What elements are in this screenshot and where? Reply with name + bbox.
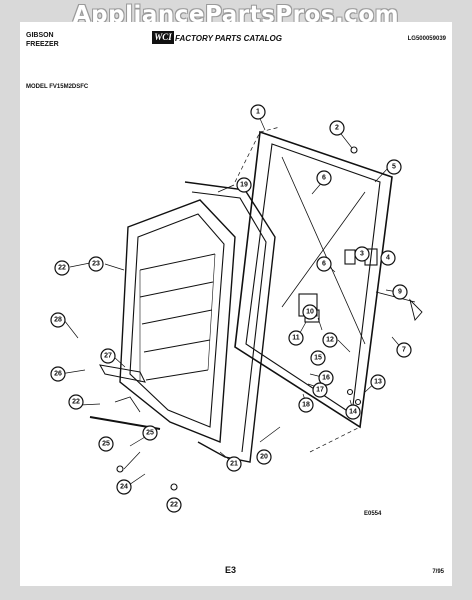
callout-1: 1 xyxy=(250,104,266,120)
callout-2: 2 xyxy=(329,120,345,136)
svg-text:22: 22 xyxy=(58,265,66,272)
catalog-code: LG500059039 xyxy=(407,36,446,42)
exploded-view-drawing: 1 2 13 14 15 16 17 18 19 20 21 22 22 22 … xyxy=(50,104,423,513)
callout-15: 15 xyxy=(310,350,326,366)
callout-22a: 22 xyxy=(54,260,70,276)
callout-4: 4 xyxy=(380,250,396,266)
callout-3: 3 xyxy=(354,246,370,262)
callout-22c: 22 xyxy=(166,497,182,513)
svg-text:9: 9 xyxy=(398,289,402,296)
catalog-title: FACTORY PARTS CATALOG xyxy=(175,34,282,43)
svg-text:14: 14 xyxy=(349,409,357,416)
page-number: E3 xyxy=(225,565,237,575)
svg-text:26: 26 xyxy=(54,371,62,378)
svg-text:10: 10 xyxy=(306,309,314,316)
door-assembly-lines xyxy=(59,113,423,491)
callout-19: 19 xyxy=(236,177,252,193)
svg-text:23: 23 xyxy=(92,261,100,268)
svg-text:3: 3 xyxy=(360,251,364,258)
svg-text:22: 22 xyxy=(170,502,178,509)
callout-17: 17 xyxy=(312,382,328,398)
svg-text:21: 21 xyxy=(230,461,238,468)
wci-logo: WCI xyxy=(152,31,174,44)
callout-20: 20 xyxy=(256,449,272,465)
svg-text:2: 2 xyxy=(335,125,339,132)
callout-6a: 6 xyxy=(316,170,332,186)
figure-code: E0554 xyxy=(364,511,382,517)
callout-5: 5 xyxy=(386,159,402,175)
model-label: MODEL FV15M2DSFC xyxy=(26,84,89,90)
parts-diagram-sheet: GIBSON FREEZER WCI FACTORY PARTS CATALOG… xyxy=(20,22,452,586)
callout-11: 11 xyxy=(288,330,304,346)
callout-23: 23 xyxy=(88,256,104,272)
svg-text:27: 27 xyxy=(104,353,112,360)
svg-text:4: 4 xyxy=(386,255,390,262)
svg-text:19: 19 xyxy=(240,182,248,189)
callout-25a: 25 xyxy=(98,436,114,452)
callout-22b: 22 xyxy=(68,394,84,410)
svg-text:20: 20 xyxy=(260,454,268,461)
svg-text:6: 6 xyxy=(322,261,326,268)
svg-text:16: 16 xyxy=(322,375,330,382)
callout-28: 28 xyxy=(50,312,66,328)
callout-24: 24 xyxy=(116,479,132,495)
callout-markers: 1 2 13 14 15 16 17 18 19 20 21 22 22 22 … xyxy=(50,104,412,513)
svg-text:1: 1 xyxy=(256,109,260,116)
callout-7: 7 xyxy=(396,342,412,358)
svg-text:11: 11 xyxy=(292,335,300,342)
svg-text:6: 6 xyxy=(322,175,326,182)
callout-18: 18 xyxy=(298,397,314,413)
svg-text:12: 12 xyxy=(326,337,334,344)
svg-text:25: 25 xyxy=(102,441,110,448)
svg-text:17: 17 xyxy=(316,387,324,394)
svg-text:22: 22 xyxy=(72,399,80,406)
svg-text:15: 15 xyxy=(314,355,322,362)
callout-26: 26 xyxy=(50,366,66,382)
callout-25b: 25 xyxy=(142,425,158,441)
brand-line-1: GIBSON xyxy=(26,32,54,39)
callout-6b: 6 xyxy=(316,256,332,272)
callout-27: 27 xyxy=(100,348,116,364)
brand-line-2: FREEZER xyxy=(26,41,59,48)
callout-21: 21 xyxy=(226,456,242,472)
callout-16: 16 xyxy=(318,370,334,386)
svg-text:24: 24 xyxy=(120,484,128,491)
catalog-date: 7/95 xyxy=(432,569,444,575)
svg-text:7: 7 xyxy=(402,347,406,354)
svg-text:13: 13 xyxy=(374,379,382,386)
callout-9: 9 xyxy=(392,284,408,300)
callout-10: 10 xyxy=(302,304,318,320)
svg-text:28: 28 xyxy=(54,317,62,324)
svg-text:25: 25 xyxy=(146,430,154,437)
callout-14: 14 xyxy=(345,404,361,420)
svg-text:18: 18 xyxy=(302,402,310,409)
callout-13: 13 xyxy=(370,374,386,390)
svg-text:5: 5 xyxy=(392,164,396,171)
callout-12: 12 xyxy=(322,332,338,348)
